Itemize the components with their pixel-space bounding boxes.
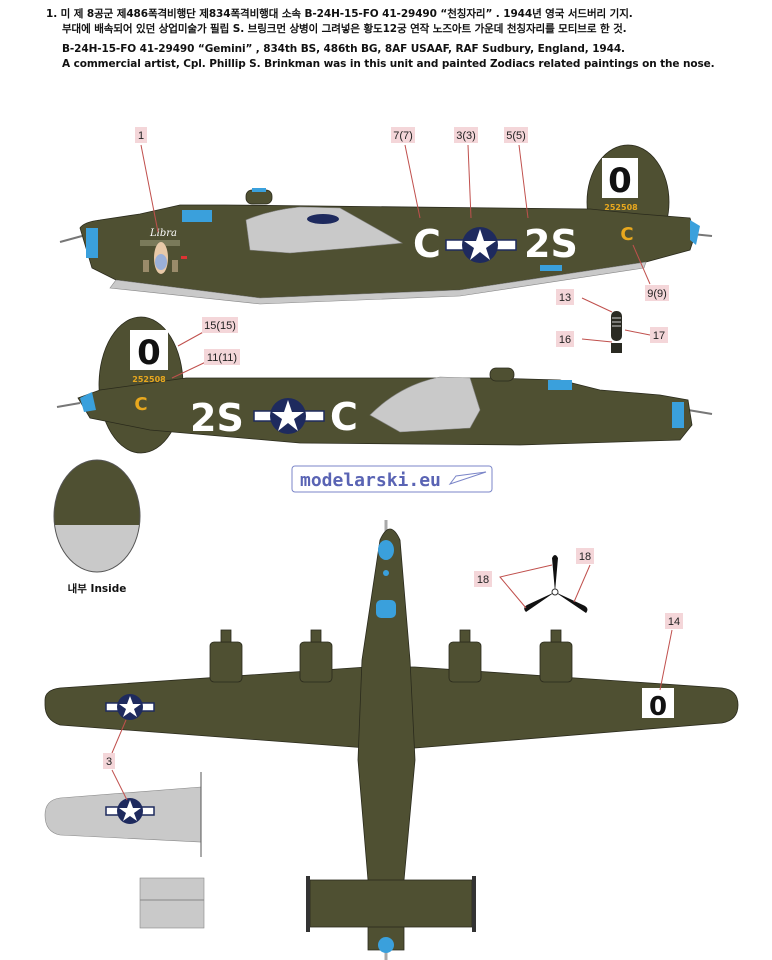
tail-letter: C [134, 394, 147, 415]
cockpit-glazing [548, 380, 572, 390]
astrodome [383, 570, 389, 576]
callout-label: 18 [477, 574, 489, 586]
callout-11: 11(11) [204, 349, 240, 365]
watermark-text: modelarski.eu [300, 470, 441, 491]
callout-9: 9(9) [645, 285, 669, 301]
side-view-right: 0 252508 C 2S C [56, 316, 713, 454]
wing-root [245, 206, 403, 254]
callout-label: 3 [106, 756, 112, 768]
header-line-4: A commercial artist, Cpl. Phillip S. Bri… [62, 58, 715, 70]
wing-insignia-icon [307, 214, 339, 224]
tail-turret-glazing [378, 937, 394, 953]
squadron-code: 2S [190, 396, 244, 440]
tail-letter: C [620, 224, 633, 245]
nose-art-name: Libra [149, 228, 177, 239]
fin-endplate [472, 876, 476, 932]
bomb-mission-marker [611, 311, 622, 353]
nose-glazing [672, 402, 684, 428]
callout-label: 11(11) [207, 352, 237, 364]
fin-endplate [306, 876, 310, 932]
cockpit-glazing [376, 600, 396, 618]
code-letter-c: C [330, 395, 358, 439]
callout-label: 13 [559, 292, 571, 304]
wing-number: 0 [649, 692, 667, 722]
callout-label: 16 [559, 334, 571, 346]
top-view: 0 [44, 520, 739, 960]
tail-turret-glazing [690, 220, 700, 245]
callout-17: 17 [650, 327, 668, 343]
callout-label: 9(9) [647, 288, 667, 300]
inside-label: 내부 Inside [68, 582, 127, 595]
wing-insignia [105, 694, 155, 720]
callout-1: 1 [135, 127, 147, 143]
top-turret [489, 367, 515, 382]
nose-glazing [86, 228, 98, 258]
nose-glazing [378, 540, 394, 560]
callout-label: 1 [138, 130, 144, 142]
waist-window [540, 265, 562, 271]
us-insignia [445, 227, 517, 263]
tail-number: 0 [137, 333, 161, 373]
squadron-code: 2S [524, 222, 578, 266]
callout-label: 18 [579, 551, 591, 563]
callout-3-side: 3(3) [454, 127, 478, 143]
serial-number: 252508 [604, 203, 638, 212]
callout-label: 17 [653, 330, 665, 342]
wing-root [369, 376, 481, 433]
callout-13: 13 [556, 289, 574, 305]
callout-label: 7(7) [393, 130, 413, 142]
nose-gun-icon [687, 409, 713, 415]
callouts: 1 7(7) 3(3) 5(5) 9(9) 13 16 17 15(15) 11… [103, 127, 683, 801]
engine-nacelles [209, 629, 573, 683]
tail-number-box [130, 330, 168, 370]
stabilizer-detail [139, 877, 205, 929]
fuselage [79, 204, 696, 299]
callout-7: 7(7) [391, 127, 415, 143]
tail-gun-icon [56, 402, 81, 408]
callout-5: 5(5) [504, 127, 528, 143]
callout-15: 15(15) [202, 317, 238, 333]
turret-glazing [252, 188, 266, 192]
callout-3-wing: 3 [103, 753, 115, 769]
tail-turret-glazing [80, 392, 96, 412]
callout-label: 3(3) [456, 130, 476, 142]
callout-label: 5(5) [506, 130, 526, 142]
cockpit-glazing [182, 210, 212, 222]
callout-18-left: 18 [474, 571, 492, 587]
tail-fin-inside: 내부 Inside [53, 459, 141, 595]
callout-16: 16 [556, 331, 574, 347]
serial-number: 252508 [132, 375, 166, 384]
nose-gun-icon [59, 235, 83, 243]
nose-art-libra: Libra [140, 228, 187, 274]
belly-gray [109, 261, 647, 305]
callout-18-right: 18 [576, 548, 594, 564]
top-turret [245, 189, 273, 205]
header-line-3: B-24H-15-FO 41-29490 “Gemini” , 834th BS… [62, 43, 625, 55]
wing-number-box [642, 688, 674, 718]
code-letter-c: C [413, 222, 441, 266]
callout-label: 14 [668, 616, 680, 628]
watermark: modelarski.eu [291, 465, 493, 493]
tail-number-box [602, 158, 638, 198]
callout-14: 14 [665, 613, 683, 629]
header-line-1: 1. 미 제 8공군 제486폭격비행단 제834폭격비행대 소속 B-24H-… [46, 8, 633, 20]
us-insignia [253, 398, 325, 434]
underwing-detail [44, 772, 202, 857]
side-view-left: Libra C 2S 0 252508 C [59, 144, 713, 305]
callout-label: 15(15) [204, 320, 236, 332]
header-line-2: 부대에 배속되어 있던 상업미술가 필립 S. 브링크먼 상병이 그려넣은 황도… [62, 23, 627, 35]
tailplane [309, 879, 473, 928]
paper-plane-icon [448, 471, 487, 485]
propeller-icon [524, 555, 588, 613]
tail-number: 0 [608, 161, 632, 201]
